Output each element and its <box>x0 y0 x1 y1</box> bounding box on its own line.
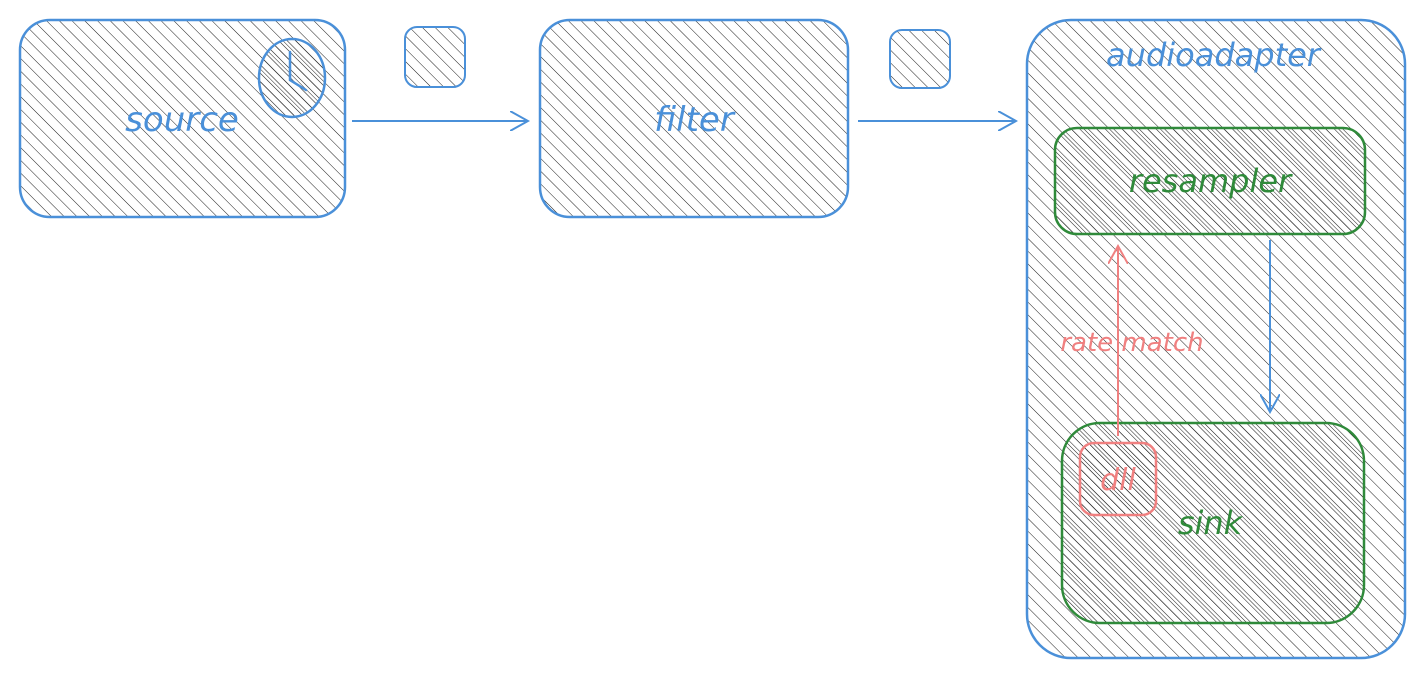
resampler-label: resampler <box>1129 162 1293 200</box>
dll-node: dll <box>1078 441 1158 517</box>
resampler-node: resampler <box>1053 126 1367 236</box>
clock-icon <box>257 37 327 119</box>
source-node: source <box>18 18 347 219</box>
sink-label: sink <box>1178 504 1244 542</box>
source-label: source <box>125 100 239 140</box>
buffer-block-2 <box>889 29 951 89</box>
filter-label: filter <box>654 100 736 140</box>
filter-node: filter <box>538 18 850 219</box>
dll-label: dll <box>1100 463 1136 498</box>
buffer-block-1 <box>404 26 466 88</box>
audioadapter-label: audioadapter <box>1106 36 1322 74</box>
rate-match-label: rate match <box>1060 328 1203 358</box>
